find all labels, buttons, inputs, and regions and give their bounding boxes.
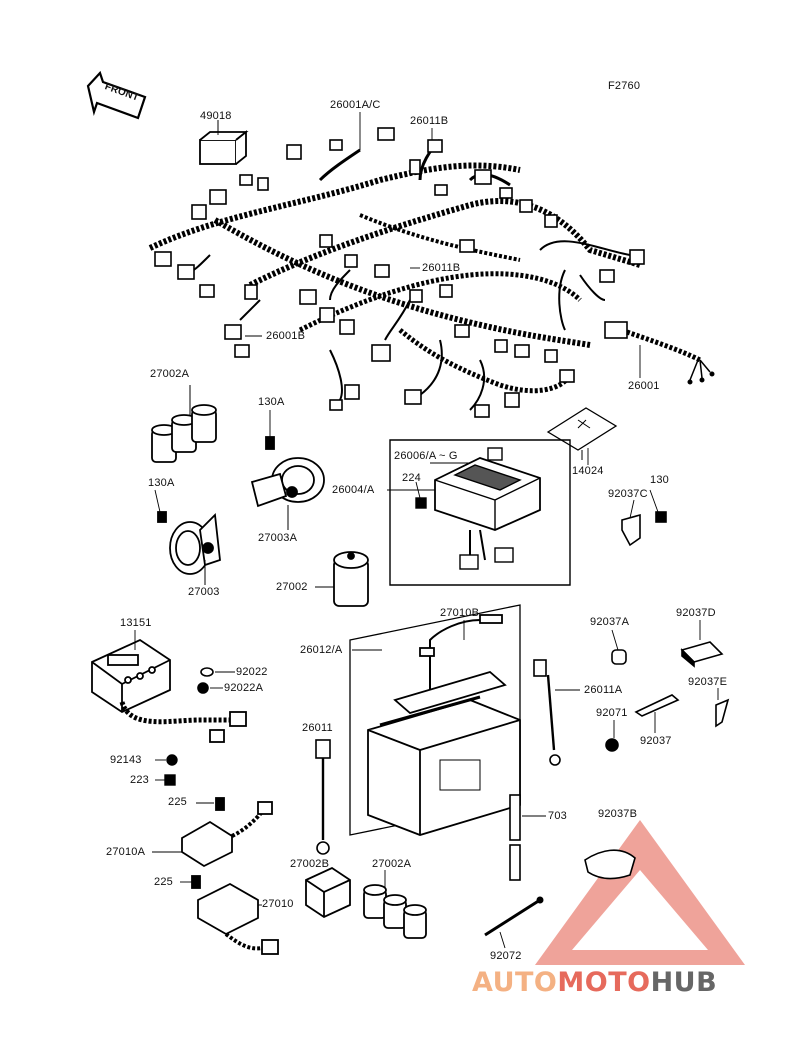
callout-92037C: 92037C — [608, 488, 648, 500]
relays-27002A-bottom — [363, 884, 427, 939]
unit-27010 — [191, 875, 279, 955]
battery-lead-26011A — [533, 659, 561, 766]
callout-27002A-bottom: 27002A — [372, 858, 412, 870]
horn-27003 — [157, 511, 221, 585]
callout-223: 223 — [130, 774, 149, 786]
callout-27010: 27010 — [262, 898, 294, 910]
callout-92022A: 92022A — [224, 682, 264, 694]
callout-92037A: 92037A — [590, 616, 630, 628]
callout-92037: 92037 — [640, 735, 672, 747]
callout-27002B: 27002B — [290, 858, 330, 870]
unit-27010A — [181, 797, 273, 868]
callout-92022: 92022 — [236, 666, 268, 678]
callout-130A-lower: 130A — [148, 477, 175, 489]
callout-26001A-C: 26001A/C — [330, 99, 381, 111]
washers-92022 — [197, 667, 214, 694]
callout-27010B: 27010B — [440, 607, 480, 619]
callout-26012-A: 26012/A — [300, 644, 343, 656]
callout-26001B: 26001B — [266, 330, 306, 342]
callout-225-upper: 225 — [168, 796, 187, 808]
harness-connectors — [154, 127, 645, 418]
bracket-92037C — [621, 511, 667, 547]
callout-27002: 27002 — [276, 581, 308, 593]
callout-92143: 92143 — [110, 754, 142, 766]
battery-lead-26011 — [315, 739, 331, 855]
relays-27002A-top — [151, 385, 217, 463]
strap-92072 — [484, 896, 544, 937]
callout-26011B-top: 26011B — [410, 115, 449, 127]
callout-26011B-mid: 26011B — [422, 262, 461, 274]
small-fasteners — [164, 754, 178, 786]
harness-26001 — [604, 321, 715, 385]
label-sheet-14024 — [546, 407, 618, 460]
callout-26006: 26006/A ~ G — [394, 450, 458, 462]
callout-27003: 27003 — [188, 586, 220, 598]
callout-92037D: 92037D — [676, 607, 716, 619]
callout-27003A: 27003A — [258, 532, 298, 544]
watermark-moto: MOTO — [557, 967, 651, 998]
callout-49018: 49018 — [200, 110, 232, 122]
relay-27002B — [305, 866, 351, 919]
watermark-triangle — [535, 820, 745, 965]
watermark-logo: AUTOMOTOHUB — [472, 967, 717, 998]
callout-703: 703 — [548, 810, 567, 822]
relay-49018 — [199, 120, 249, 165]
callout-92071: 92071 — [596, 707, 628, 719]
callout-224: 224 — [402, 472, 421, 484]
horn-27003A — [250, 436, 325, 530]
callout-92037E: 92037E — [688, 676, 728, 688]
callout-13151: 13151 — [120, 617, 152, 629]
battery-26012 — [349, 604, 521, 836]
callout-26011A: 26011A — [584, 684, 623, 696]
callout-26004-A: 26004/A — [332, 484, 375, 496]
clamps-92037 — [584, 641, 730, 880]
watermark-auto: AUTO — [472, 967, 558, 998]
callout-130-right: 130 — [650, 474, 669, 486]
callout-27002A-top: 27002A — [150, 368, 190, 380]
callout-130A-upper: 130A — [258, 396, 285, 408]
relay-27002 — [333, 551, 369, 607]
callout-92072: 92072 — [490, 950, 522, 962]
callout-225-lower: 225 — [154, 876, 173, 888]
callout-27010A: 27010A — [106, 846, 146, 858]
callout-26001: 26001 — [628, 380, 660, 392]
leader-lines — [134, 112, 719, 949]
watermark-hub: HUB — [650, 967, 718, 998]
callout-92037B: 92037B — [598, 808, 638, 820]
callout-14024: 14024 — [572, 465, 604, 477]
junction-box-26004 — [389, 439, 571, 586]
callout-26011: 26011 — [302, 722, 333, 734]
switch-panel-13151 — [91, 638, 247, 743]
front-arrow-icon — [86, 70, 147, 120]
tube-703 — [509, 794, 521, 881]
figure-code: F2760 — [608, 80, 641, 92]
